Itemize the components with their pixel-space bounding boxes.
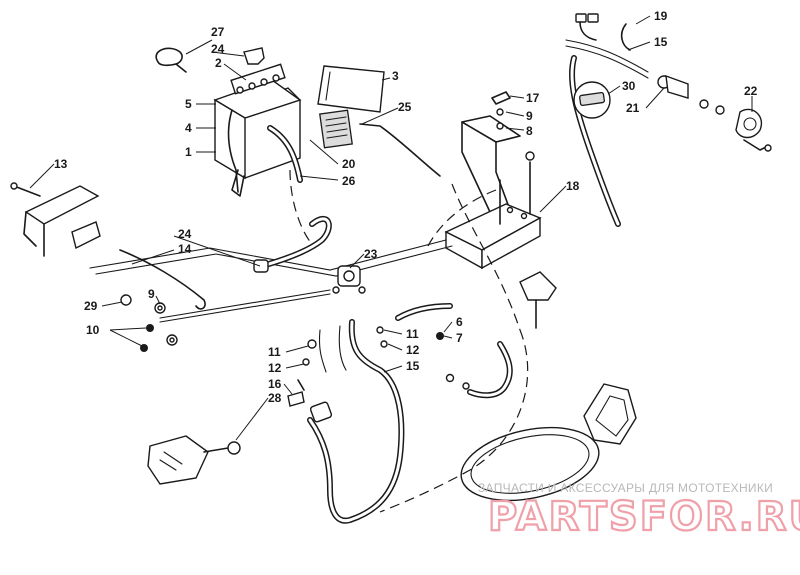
callout-13: 13 xyxy=(54,157,68,171)
ignition-switch xyxy=(147,435,241,485)
callout-11: 11 xyxy=(268,345,281,359)
callout-1: 1 xyxy=(185,145,192,159)
routing-path xyxy=(451,183,521,331)
callout-27: 27 xyxy=(211,25,225,39)
watermark-logo: PARTSFOR.RU xyxy=(488,494,800,540)
heat-shield xyxy=(317,65,385,113)
callout-30: 30 xyxy=(622,79,636,93)
callout-21: 21 xyxy=(626,101,640,115)
wiring-harness xyxy=(302,319,513,524)
callout-23: 23 xyxy=(364,247,378,261)
fuse-holder xyxy=(287,379,305,407)
cable-clamp xyxy=(155,47,187,73)
headlight xyxy=(460,383,637,502)
callout-14: 14 xyxy=(178,242,192,256)
starter-cable xyxy=(89,239,453,323)
ground-strap xyxy=(376,303,453,348)
callout-12: 12 xyxy=(406,343,420,357)
callout-9: 9 xyxy=(148,287,155,301)
callout-8: 8 xyxy=(526,124,533,138)
routing-path xyxy=(425,189,497,251)
callout-4: 4 xyxy=(185,121,192,135)
callout-9: 9 xyxy=(526,109,533,123)
callout-15: 15 xyxy=(406,359,420,373)
watermark-tagline: ЗАПЧАСТИ И АКСЕССУАРЫ ДЛЯ МОТОТЕХНИКИ xyxy=(478,481,773,495)
callout-15: 15 xyxy=(654,35,668,49)
callout-26: 26 xyxy=(342,174,356,188)
callout-11: 11 xyxy=(406,327,419,341)
battery xyxy=(213,63,353,180)
callout-22: 22 xyxy=(744,84,758,98)
battery-cable-negative xyxy=(253,215,332,273)
hardware-left xyxy=(120,294,178,352)
callout-7: 7 xyxy=(456,331,463,345)
callout-19: 19 xyxy=(654,9,668,23)
callouts: 27 24 2 3 5 4 1 25 20 26 17 9 8 19 15 30… xyxy=(54,9,758,405)
callout-24: 24 xyxy=(211,42,225,56)
terminal-boot xyxy=(243,47,265,65)
leader-lines xyxy=(29,15,753,441)
callout-20: 20 xyxy=(342,157,356,171)
callout-6: 6 xyxy=(456,315,463,329)
callout-25: 25 xyxy=(398,100,412,114)
starter-solenoid xyxy=(332,265,366,294)
routing-path xyxy=(379,329,529,513)
callout-12: 12 xyxy=(268,361,282,375)
mounting-bracket xyxy=(461,91,521,213)
callout-3: 3 xyxy=(392,69,399,83)
light-harness xyxy=(565,13,772,227)
callout-17: 17 xyxy=(526,91,540,105)
callout-29: 29 xyxy=(84,299,98,313)
callout-24: 24 xyxy=(178,227,192,241)
battery-strap xyxy=(227,109,245,197)
battery-cable-positive xyxy=(267,123,441,183)
callout-18: 18 xyxy=(566,179,580,193)
callout-28: 28 xyxy=(268,391,282,405)
routing-path xyxy=(289,169,313,245)
callout-2: 2 xyxy=(215,56,222,70)
callout-10: 10 xyxy=(86,323,100,337)
callout-5: 5 xyxy=(185,97,192,111)
battery-tray xyxy=(444,151,557,329)
bracket-left xyxy=(10,182,101,257)
connector-detail-circle xyxy=(573,81,611,119)
callout-16: 16 xyxy=(268,377,282,391)
watermark: ЗАПЧАСТИ И АКСЕССУАРЫ ДЛЯ МОТОТЕХНИКИ PA… xyxy=(478,481,800,541)
